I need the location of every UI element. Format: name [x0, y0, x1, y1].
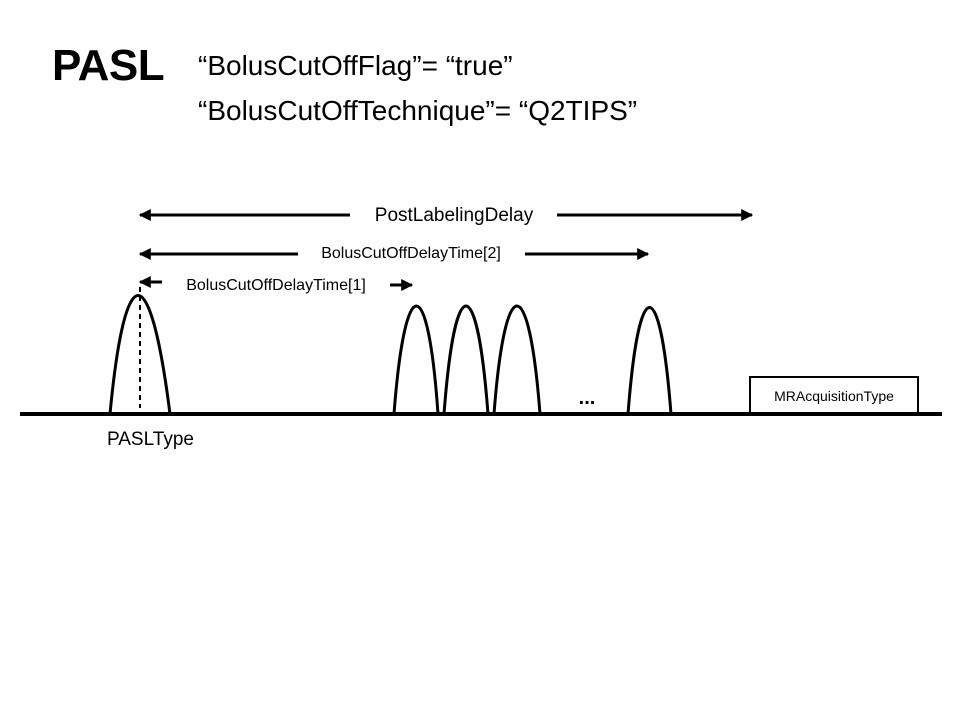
bolus-cutoff-delay-1-arrow: BolusCutOffDelayTime[1] — [138, 276, 414, 294]
cutoff-pulse-3 — [492, 304, 542, 415]
pulse-ellipsis: ... — [579, 387, 596, 409]
cutoff-pulse-last — [626, 306, 673, 415]
mr-acquisition-box — [749, 376, 919, 415]
post-labeling-delay-label: PostLabelingDelay — [375, 205, 534, 226]
labeling-pulse — [108, 294, 172, 415]
bolus-cutoff-delay-1-label: BolusCutOffDelayTime[1] — [186, 277, 366, 294]
bolus-cutoff-technique-param: “BolusCutOffTechnique”= “Q2TIPS” — [198, 95, 638, 126]
pasl-type-label: PASLType — [107, 429, 194, 450]
post-labeling-delay-arrow: PostLabelingDelay — [138, 205, 754, 226]
cutoff-pulse-2 — [442, 304, 490, 415]
slide-title: PASL — [52, 41, 165, 90]
bolus-cutoff-flag-param: “BolusCutOffFlag”= “true” — [198, 50, 513, 81]
cutoff-pulse-1 — [392, 304, 440, 415]
mr-acquisition-type-label: MRAcquisitionType — [774, 388, 894, 404]
bolus-cutoff-delay-2-label: BolusCutOffDelayTime[2] — [321, 245, 501, 262]
bolus-cutoff-delay-2-arrow: BolusCutOffDelayTime[2] — [138, 245, 650, 262]
